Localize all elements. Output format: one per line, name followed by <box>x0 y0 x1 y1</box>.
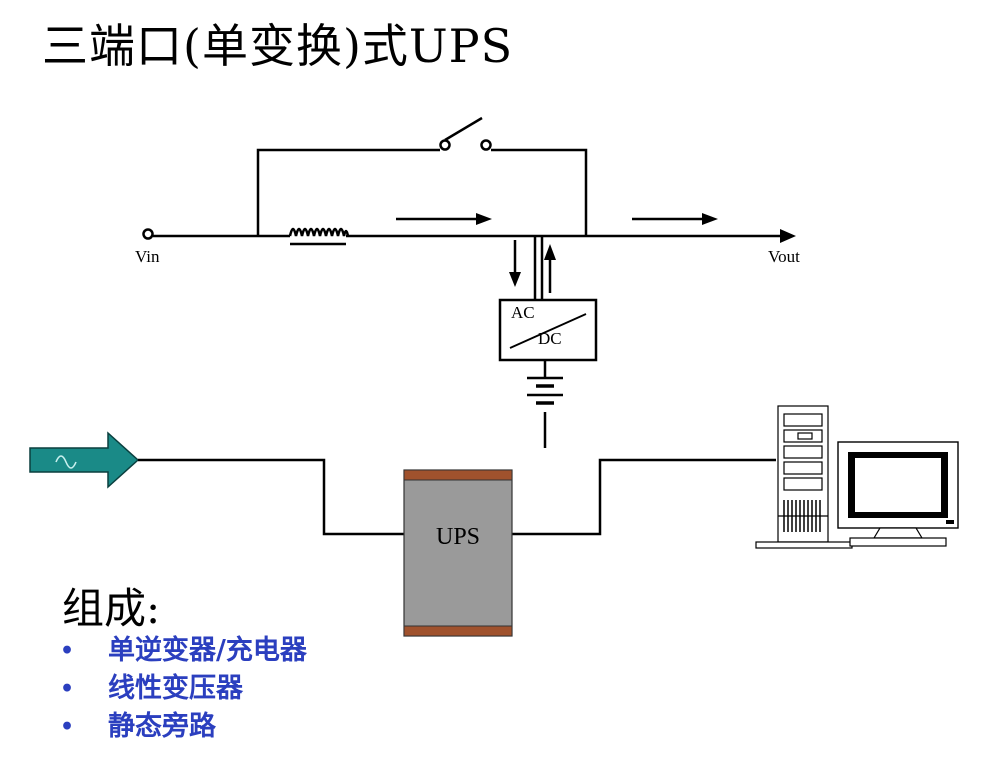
list-item-label: 静态旁路 <box>108 711 216 742</box>
circuit-schematic <box>142 116 796 448</box>
page-title: 三端口(单变换)式UPS <box>42 19 514 73</box>
list-item: • 单逆变器/充电器 <box>60 632 307 670</box>
ups-top-band <box>403 469 513 481</box>
computer-tower-icon <box>755 405 853 549</box>
charge-arrow-head <box>509 272 521 287</box>
bypass-line-left <box>256 148 440 236</box>
flow-arrow-2-head <box>702 213 718 225</box>
bullet-icon: • <box>60 676 75 702</box>
switch-contact-right <box>480 139 492 151</box>
list-item-label: 单逆变器/充电器 <box>108 635 307 666</box>
components-heading: 组成: <box>62 584 161 633</box>
acdc-converter-box <box>498 298 598 362</box>
converter-diagonal <box>509 313 587 349</box>
battery-icon <box>527 376 563 405</box>
input-wire <box>138 458 404 536</box>
list-item: • 静态旁路 <box>60 708 307 746</box>
vout-arrow-icon <box>780 229 796 243</box>
block-diagram: UPS <box>29 405 959 637</box>
ups-label: UPS <box>436 524 480 550</box>
discharge-arrow-head <box>544 244 556 260</box>
converter-label-dc: DC <box>538 329 562 348</box>
vout-label: Vout <box>768 247 800 266</box>
flow-arrow-1-head <box>476 213 492 225</box>
monitor-icon <box>837 441 959 547</box>
switch-contact-left <box>439 139 451 151</box>
list-item: • 线性变压器 <box>60 670 307 708</box>
ups-bottom-band <box>403 625 513 637</box>
ups-box <box>403 469 513 637</box>
components-list: • 单逆变器/充电器 • 线性变压器 • 静态旁路 <box>60 632 307 746</box>
sine-wave-icon <box>55 455 77 469</box>
bullet-icon: • <box>60 638 75 664</box>
list-item-label: 线性变压器 <box>108 673 243 704</box>
bullet-icon: • <box>60 714 75 740</box>
inductor-icon <box>288 227 350 237</box>
vin-label: Vin <box>135 247 160 266</box>
bypass-line-right <box>491 148 588 236</box>
output-wire <box>512 458 776 536</box>
switch-blade <box>444 116 483 142</box>
vin-terminal <box>142 228 154 240</box>
ac-input-arrow-icon <box>29 431 140 489</box>
converter-label-ac: AC <box>511 303 535 322</box>
